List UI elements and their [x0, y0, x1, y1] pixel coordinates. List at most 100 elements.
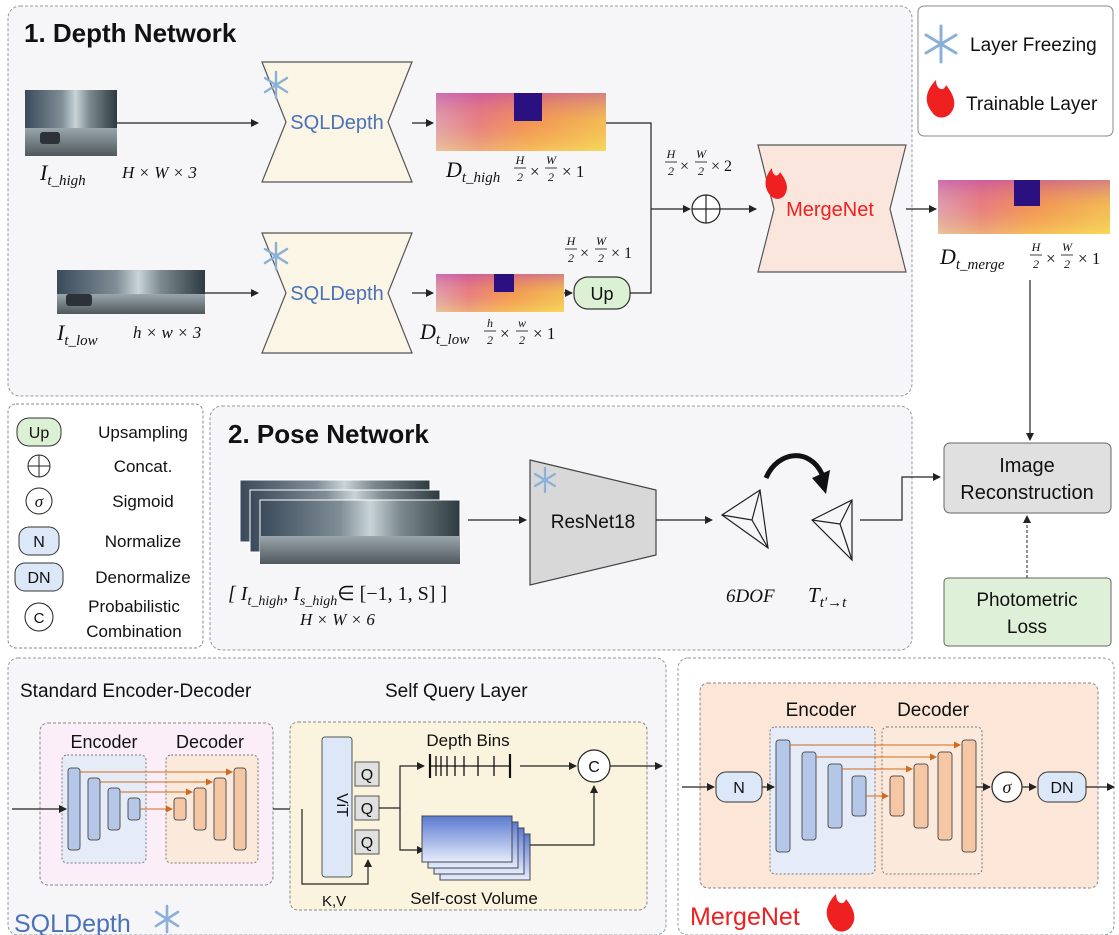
- pose-6dof-label: 6DOF: [726, 586, 775, 607]
- svg-text:W: W: [546, 153, 557, 167]
- q-box-1: [354, 761, 380, 787]
- legend-combination-symbol: [24, 602, 54, 632]
- legend-freeze-label: Layer Freezing: [970, 35, 1097, 56]
- input-image-high: [25, 90, 117, 156]
- legend-up-symbol: [16, 417, 62, 447]
- legend-concat-label: Concat.: [114, 457, 173, 476]
- svg-text:H: H: [666, 147, 677, 161]
- concat-dims: × 2: [711, 158, 732, 175]
- snowflake-icon: [263, 70, 289, 100]
- d-low-symbol: Dt_low: [419, 319, 469, 348]
- legend-sigmoid-symbol-text: σ: [35, 492, 44, 511]
- legend-normalize-symbol-text: N: [33, 534, 45, 551]
- d-high-frac-w: W 2: [545, 153, 557, 184]
- fire-icon: [926, 80, 955, 118]
- concat-symbol: [691, 194, 721, 224]
- d-low-dims: × 1: [533, 324, 555, 343]
- depth-bins-icon: [428, 754, 512, 778]
- svg-text:W: W: [1062, 240, 1073, 254]
- std-encoder-layers: [67, 767, 141, 851]
- std-decoder-label: Decoder: [176, 732, 244, 752]
- depth-network-panel: [7, 5, 913, 397]
- self-cost-volume-icon: [421, 815, 531, 881]
- image-reconstruction-block: [943, 442, 1112, 514]
- snowflake-icon: [924, 24, 958, 64]
- input-image-low: [57, 270, 205, 314]
- stacked-input-frames: [239, 479, 461, 565]
- fire-icon: [826, 894, 855, 932]
- q-label-3: Q: [361, 835, 373, 852]
- snowflake-icon: [263, 241, 289, 271]
- legend-normalize-label: Normalize: [105, 532, 182, 551]
- mergenet-footer-label: MergeNet: [690, 903, 800, 931]
- up-frac-h: H 2: [565, 234, 577, 265]
- up-dims: × 1: [611, 245, 632, 262]
- arrow-cost-combination: [530, 785, 598, 846]
- legend-concat-symbol: [27, 454, 51, 478]
- std-encoder-label: Encoder: [70, 732, 137, 752]
- d-merge-symbol: Dt_merge: [939, 244, 1005, 273]
- arrow-q-costvolume: [399, 808, 425, 854]
- camera-frustum-icon: [810, 499, 853, 562]
- line-dhigh-concat: [606, 122, 652, 209]
- line-up-concat: [630, 209, 652, 294]
- camera-frustum-icon: [720, 488, 769, 550]
- svg-text:2: 2: [1064, 257, 1070, 271]
- std-skip-connections: [80, 768, 233, 813]
- std-decoder-layers: [173, 767, 247, 851]
- d-high-frac-h: H 2: [514, 153, 526, 184]
- mergenet-decoder-label: Decoder: [897, 700, 969, 721]
- q-label-1: Q: [361, 767, 373, 784]
- mergenet-decoder-layers: [889, 739, 977, 853]
- depth-map-high: [436, 93, 606, 151]
- pose-input-formula: [ It_high, Is_high∈ [−1, 1, S] ]: [228, 583, 447, 609]
- svg-text:2: 2: [698, 164, 704, 178]
- pose-network-title: 2. Pose Network: [228, 419, 429, 449]
- pose-transform-label: Tt′→t: [808, 583, 847, 611]
- svg-text:2: 2: [1033, 257, 1039, 271]
- arrow-pose-reconstruction: [860, 473, 941, 521]
- d-merge-frac-h: H 2: [1030, 240, 1042, 271]
- sigmoid-label: σ: [1003, 777, 1013, 797]
- resnet-block: [529, 459, 657, 586]
- sqldepth-label-high: SQLDepth: [290, 112, 383, 134]
- depth-map-merge: [938, 180, 1110, 234]
- denormalize-label: DN: [1050, 780, 1073, 797]
- q-label-2: Q: [361, 801, 373, 818]
- up-frac-w: W 2: [595, 234, 607, 265]
- i-low-symbol: It_low: [56, 320, 98, 349]
- pose-input-dims: H × W × 6: [299, 610, 375, 629]
- cost-volume-label: Self-cost Volume: [410, 889, 538, 908]
- legend-train-label: Trainable Layer: [966, 94, 1098, 115]
- svg-text:2: 2: [487, 333, 493, 347]
- vit-label: ViT: [333, 793, 350, 817]
- i-high-dims: H × W × 3: [121, 163, 197, 182]
- times-sign: ×: [580, 245, 589, 262]
- times-sign: ×: [500, 324, 510, 343]
- upsample-label: Up: [590, 284, 613, 304]
- sqldepth-label-low: SQLDepth: [290, 283, 383, 305]
- loss-label-1: Photometric: [976, 590, 1077, 611]
- depth-network-title: 1. Depth Network: [24, 18, 237, 48]
- legend-sigmoid-symbol: [25, 487, 53, 515]
- rotation-arrowhead-icon: [812, 470, 830, 494]
- mergenet-encoder-box: [769, 726, 876, 875]
- d-merge-dims: × 1: [1078, 249, 1100, 268]
- fire-icon: [765, 168, 787, 199]
- mergenet-decoder-box: [881, 726, 983, 875]
- legend-sigmoid-label: Sigmoid: [112, 492, 173, 511]
- legend-denormalize-symbol-text: DN: [27, 570, 50, 587]
- legend-combination-label: Probabilistic: [88, 597, 180, 616]
- depth-bins-label: Depth Bins: [426, 731, 509, 750]
- legend-combination-symbol-text: C: [34, 610, 45, 627]
- svg-text:H: H: [566, 234, 577, 248]
- std-encdec-title: Standard Encoder-Decoder: [20, 681, 252, 702]
- svg-text:2: 2: [668, 164, 674, 178]
- loss-label-2: Loss: [1007, 617, 1047, 638]
- svg-text:2: 2: [568, 251, 574, 265]
- kv-path: [301, 809, 372, 885]
- legend-up-symbol-text: Up: [29, 425, 50, 442]
- d-low-frac-w: w 2: [516, 316, 528, 347]
- svg-text:2: 2: [598, 251, 604, 265]
